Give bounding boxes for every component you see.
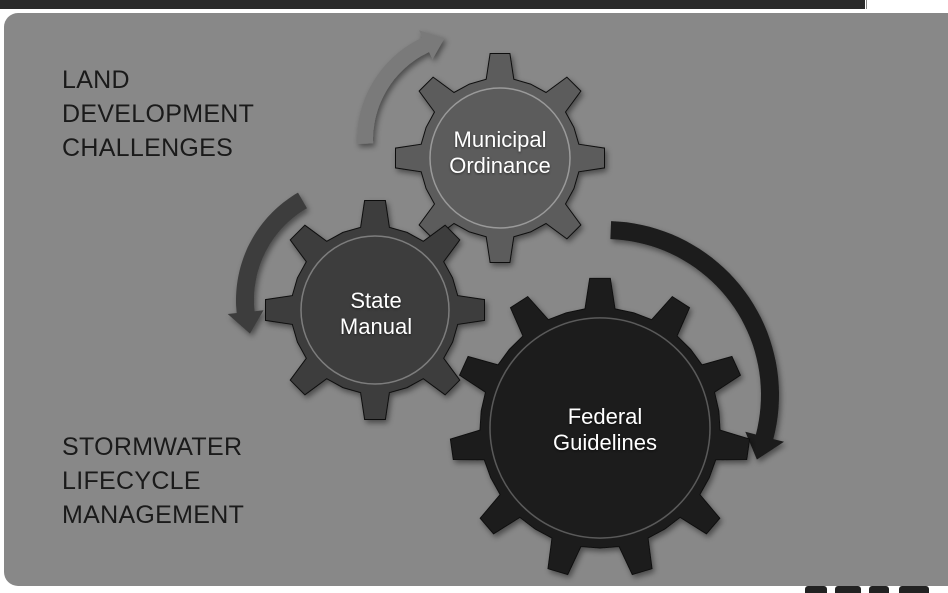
heading-line: MANAGEMENT [62,501,245,529]
heading-line: LAND [62,66,130,94]
gear-label-line: State [350,288,402,313]
cycle-arrow-right [610,221,784,460]
heading-line: DEVELOPMENT [62,100,255,128]
heading-stormwater: STORMWATER LIFECYCLE MANAGEMENT [62,430,244,532]
logo-fragment [795,584,948,593]
corner-tag [866,0,948,9]
heading-land-development: LAND DEVELOPMENT CHALLENGES [62,63,254,165]
top-rule [0,0,865,9]
gear-municipal-ordinance [395,53,605,263]
gear-label-line: Federal [567,404,643,429]
cycle-arrow-up [357,30,445,144]
gear-federal-guidelines [449,277,751,576]
gear-label-line: Municipal [453,127,547,152]
gear-label-municipal: Municipal Ordinance [440,127,560,179]
heading-line: STORMWATER [62,433,243,461]
heading-line: LIFECYCLE [62,467,201,495]
gear-label-line: Guidelines [553,430,657,455]
gear-state-manual [265,200,485,420]
cycle-arrow-left [227,192,307,334]
gear-label-state: State Manual [316,288,436,340]
heading-line: CHALLENGES [62,134,234,162]
gear-label-line: Manual [339,314,413,339]
gear-label-federal: Federal Guidelines [535,404,675,456]
gear-label-line: Ordinance [449,153,551,178]
